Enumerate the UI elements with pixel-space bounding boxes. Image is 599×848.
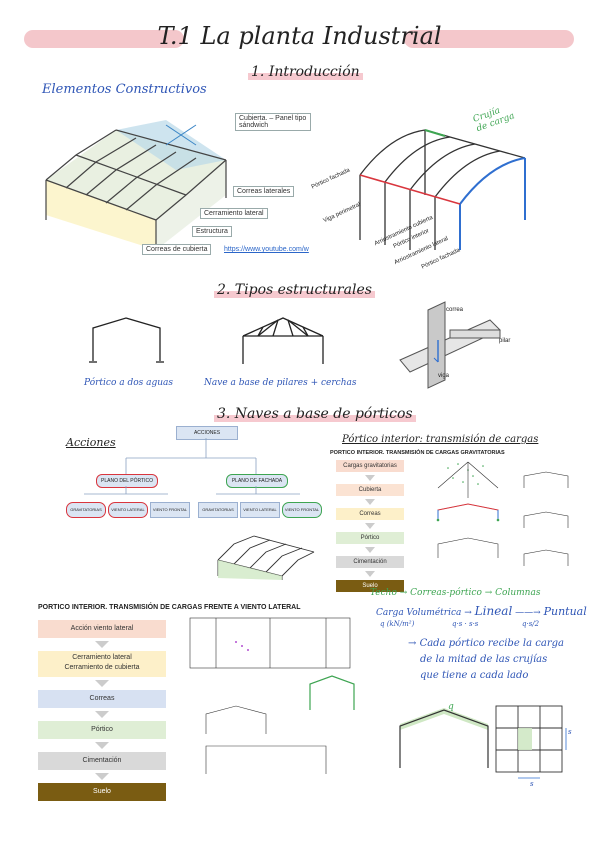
label-pilares-cerchas: Nave a base de pilares + cerchas [204,378,357,388]
grav-arrow [365,571,375,577]
viento-arrow [95,711,109,718]
bullet-text-1: de la mitad de las crujías [420,654,548,665]
youtube-link[interactable]: https://www.youtube.com/w [224,246,309,253]
label-dos-aguas: Pórtico a dos aguas [84,378,174,388]
acciones-leaf-1: VIENTO LATERAL [108,502,148,518]
acciones-leaf-2: VIENTO FRONTAL [150,502,190,518]
grav-arrow [365,523,375,529]
bullet-text-2: que tiene a cada lado [420,670,529,681]
grid-label-side: s [568,728,572,736]
viento-step-5: Suelo [38,783,166,801]
acciones-leaf-3: GRAVITATORIAS [198,502,238,518]
viento-frame-diagrams [189,617,355,774]
bullet-line-0: → Cada pórtico recibe la carga [408,636,564,652]
viento-step-0: Acción viento lateral [38,620,166,638]
note-line2-2: Puntual [543,605,587,618]
arrow-right-icon: → [408,638,420,649]
elementos-heading: Elementos Constructivos [42,82,207,97]
grav-arrow [365,547,375,553]
bullet-line-1: de la mitad de las crujías [408,652,564,668]
grav-step-4: Cimentación [336,556,404,568]
note-line3-left: q (kN/m²) [380,620,415,628]
note-chain-2: Columnas [495,588,541,598]
note-bullets: → Cada pórtico recibe la carga de la mit… [408,636,564,684]
grav-step-2: Correas [336,508,404,520]
note-chain-0: Techo [370,588,397,598]
viento-step-3: Pórtico [38,721,166,739]
warehouse-3d-diagram [45,120,227,255]
grav-step-5: Suelo [336,580,404,592]
note-line3-right: q·s/2 [522,620,540,628]
portico-interior-heading: Pórtico interior: transmisión de cargas [342,434,539,445]
acciones-connectors [84,438,300,495]
viento-arrow [95,641,109,648]
plano-portico: PLANO DEL PÓRTICO [96,474,158,488]
section-3-title: 3. Naves a base de pórticos [214,406,416,422]
viento-step-2: Correas [38,690,166,708]
plano-fachada: PLANO DE FACHADA [226,474,288,488]
bullet-line-2: que tiene a cada lado [408,668,564,684]
header-right-pill [404,30,574,48]
plan-grid-diagram [495,705,567,779]
portico-interior-subtitle: PORTICO INTERIOR. TRANSMISIÓN DE CARGAS … [330,450,505,456]
grav-step-3: Pórtico [336,532,404,544]
note-line2: Carga Volumétrica → Lineal ——→ Puntual [376,604,587,618]
acciones-building-diagram [217,535,315,580]
roof-load-label: q [448,702,454,712]
page-title: T.1 La planta Industrial [157,22,442,50]
section-2-title: 2. Tipos estructurales [214,282,375,298]
acciones-leaf-0: GRAVITATORIAS [66,502,106,518]
acciones-leaf-4: VIENTO LATERAL [240,502,280,518]
grav-arrow [365,499,375,505]
viento-arrow [95,742,109,749]
arrow-right-icon: → [484,588,496,598]
viento-arrow [95,773,109,780]
acciones-heading: Acciones [66,436,116,449]
section-1-text: 1. Introducción [248,64,363,80]
note-line2-0: Carga Volumétrica [376,608,462,618]
viento-arrow [95,680,109,687]
acciones-root: ACCIONES [176,426,238,440]
acciones-leaf-5: VIENTO FRONTAL [282,502,322,518]
grav-flow: Cargas gravitatorias Cubierta Correas Pó… [336,460,404,592]
label-cerramiento-lateral: Cerramiento lateral [200,208,268,219]
label-correas-laterales: Correas laterales [233,186,295,197]
beam-connection-diagram [399,301,501,389]
note-line2-1: Lineal [474,604,513,618]
arrow-right-icon: → [399,588,411,598]
viento-heading: PORTICO INTERIOR. TRANSMISIÓN DE CARGAS … [38,604,301,611]
grav-arrow [365,475,375,481]
portal-frame-3d-diagram [359,129,526,250]
section-2-text: 2. Tipos estructurales [214,282,375,298]
section-3-text: 3. Naves a base de pórticos [214,406,416,422]
grid-label-bottom: s [530,780,534,788]
label-estructura: Estructura [192,226,232,237]
note-chain-1: Correas-pórtico [410,588,482,598]
grav-step-1: Cubierta [336,484,404,496]
note-chain: Techo → Correas-pórtico → Columnas [370,588,540,598]
label-correas-cubierta: Correas de cubierta [142,244,212,255]
roof-load-frame-diagram [399,708,489,768]
viento-flow: Acción viento lateral Cerramiento latera… [38,620,166,801]
label-cubierta: Cubierta. – Panel tipo sándwich [235,113,311,131]
label-correa: correa [446,307,464,313]
header-left-pill [24,30,184,48]
section-1-title: 1. Introducción [248,64,363,80]
grav-step-0: Cargas gravitatorias [336,460,404,472]
label-pilar: pilar [499,338,511,344]
grav-frame-diagrams [436,461,569,566]
bullet-text-0: Cada pórtico recibe la carga [419,638,564,649]
dos-aguas-diagram [89,317,164,363]
note-line3-mid: q·s · s·s [452,620,479,628]
viento-step-4: Cimentación [38,752,166,770]
viento-step-1: Cerramiento lateral Cerramiento de cubie… [38,651,166,677]
arrow-right-icon: ——→ [515,608,544,618]
arrow-right-icon: → [464,608,475,618]
pilares-cerchas-diagram [242,317,324,364]
label-viga: viga [438,373,450,379]
